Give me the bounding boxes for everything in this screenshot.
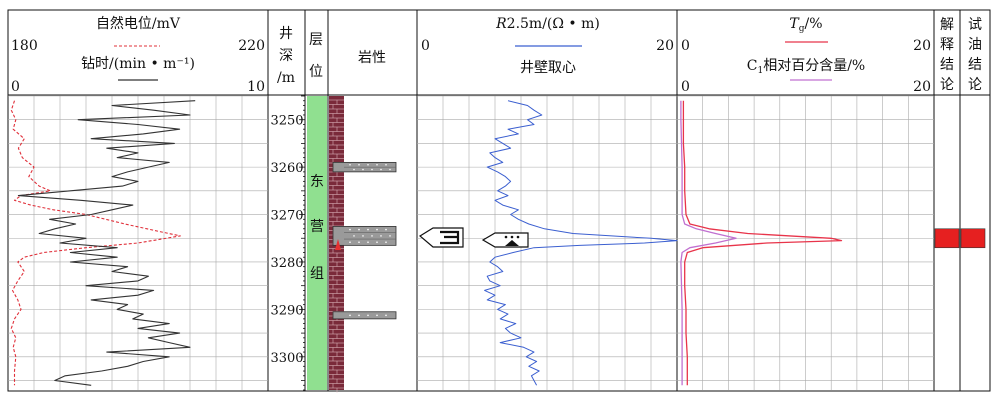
depth-header-3: /m: [277, 70, 295, 86]
layer-fill: [307, 96, 327, 390]
svg-text:解: 解: [940, 17, 954, 33]
layer-name-3: 组: [310, 266, 324, 282]
sandstone-dot: [349, 228, 351, 231]
sandstone-dot: [376, 241, 378, 244]
sandstone-dot: [371, 235, 373, 237]
sidewall-core-icon: [418, 227, 464, 248]
depth-tick-label: 3250: [270, 114, 303, 129]
depth-tick-label: 3280: [270, 256, 303, 271]
sandstone-dot: [380, 235, 382, 237]
sandstone-dot: [353, 235, 355, 237]
sandstone-layer: [332, 226, 397, 246]
svg-text:试: 试: [968, 17, 982, 33]
tg-title: Tg/%: [789, 16, 822, 34]
c1-title: C1相对百分含量/%: [747, 58, 865, 76]
resistivity-grid: [417, 95, 677, 390]
sandstone-dot: [385, 228, 387, 231]
sandstone-layer: [332, 311, 397, 320]
resistivity-max-label: 20: [656, 38, 674, 54]
tg-curve: [682, 100, 843, 386]
sandstone-dot: [358, 241, 360, 244]
sandstone-dot: [362, 168, 364, 171]
drill-time-min-label: 0: [11, 79, 20, 95]
resistivity-curve: [484, 100, 678, 386]
column-separators: [267, 10, 961, 391]
chart-frame: [7, 9, 991, 392]
layer-header-2: 位: [309, 64, 323, 80]
resistivity-title: R2.5m/(Ω • m): [495, 16, 600, 32]
sandstone-dot: [367, 163, 369, 166]
lithology-header: 岩性: [358, 50, 386, 66]
sandstone-dot: [385, 314, 387, 317]
gas-grid: [677, 95, 934, 390]
sandstone-dot: [349, 314, 351, 317]
sandstone-dot: [385, 163, 387, 166]
sandstone-dot: [380, 168, 382, 171]
c1-curve: [680, 100, 737, 386]
sp-max-label: 220: [238, 38, 265, 54]
depth-header-2: 深: [279, 48, 293, 64]
sandstone-dot: [376, 228, 378, 231]
depth-header-1: 井: [279, 26, 293, 42]
sandstone-dot: [358, 314, 360, 317]
sp-min-label: 180: [11, 38, 38, 54]
depth-tick-label: 3300: [270, 351, 303, 366]
layer-header-1: 层: [309, 32, 323, 48]
sandstone-dot: [376, 163, 378, 166]
sandstone-dot: [389, 235, 391, 237]
svg-text:论: 论: [968, 77, 982, 93]
interpretation-bar: [934, 228, 960, 249]
test-header: 试 油 结 论: [968, 17, 982, 93]
svg-text:结: 结: [940, 57, 954, 73]
depth-axis: 3250 3260 3270 3280 3290 3300: [270, 95, 305, 391]
svg-text:论: 论: [940, 77, 954, 93]
sandstone-dot: [349, 163, 351, 166]
oil-show-icon: [335, 239, 341, 250]
sandstone-dot: [358, 163, 360, 166]
conclusion-bars: [934, 228, 986, 249]
sandstone-dot: [389, 168, 391, 171]
sandstone-dot: [371, 168, 373, 171]
sp-title: 自然电位/mV: [96, 15, 181, 32]
core-marker-icon: [481, 232, 529, 248]
resistivity-min-label: 0: [421, 38, 430, 54]
tg-min-label: 0: [681, 38, 690, 54]
svg-text:释: 释: [940, 37, 954, 53]
sandstone-dot: [376, 314, 378, 317]
sandstone-dot: [349, 241, 351, 244]
layer-name-2: 营: [310, 219, 324, 235]
sandstone-dot: [353, 168, 355, 171]
svg-text:油: 油: [968, 37, 982, 53]
depth-tick-label: 3260: [270, 161, 303, 176]
c1-max-label: 20: [913, 79, 931, 95]
sidewall-core-title: 井壁取心: [520, 60, 576, 76]
sandstone-dot: [367, 241, 369, 244]
c1-min-label: 0: [681, 79, 690, 95]
test-bar: [960, 228, 986, 249]
drill-time-title: 钻时/(min • m⁻¹): [81, 56, 195, 72]
layer-name-1: 东: [310, 174, 324, 190]
interpretation-header: 解 释 结 论: [940, 17, 954, 93]
sandstone-dot: [358, 228, 360, 231]
drill-time-max-label: 10: [247, 79, 265, 95]
curves: [10, 100, 843, 386]
sandstone-dot: [367, 314, 369, 317]
drill-time-curve: [17, 100, 196, 386]
sandstone-layers: [332, 161, 397, 320]
sandstone-dot: [385, 241, 387, 244]
sandstone-dot: [367, 228, 369, 231]
track1-grid: [8, 95, 268, 390]
svg-text:结: 结: [968, 57, 982, 73]
sandstone-dot: [362, 235, 364, 237]
depth-tick-label: 3290: [270, 303, 303, 318]
tg-max-label: 20: [913, 38, 931, 54]
depth-tick-label: 3270: [270, 209, 303, 224]
